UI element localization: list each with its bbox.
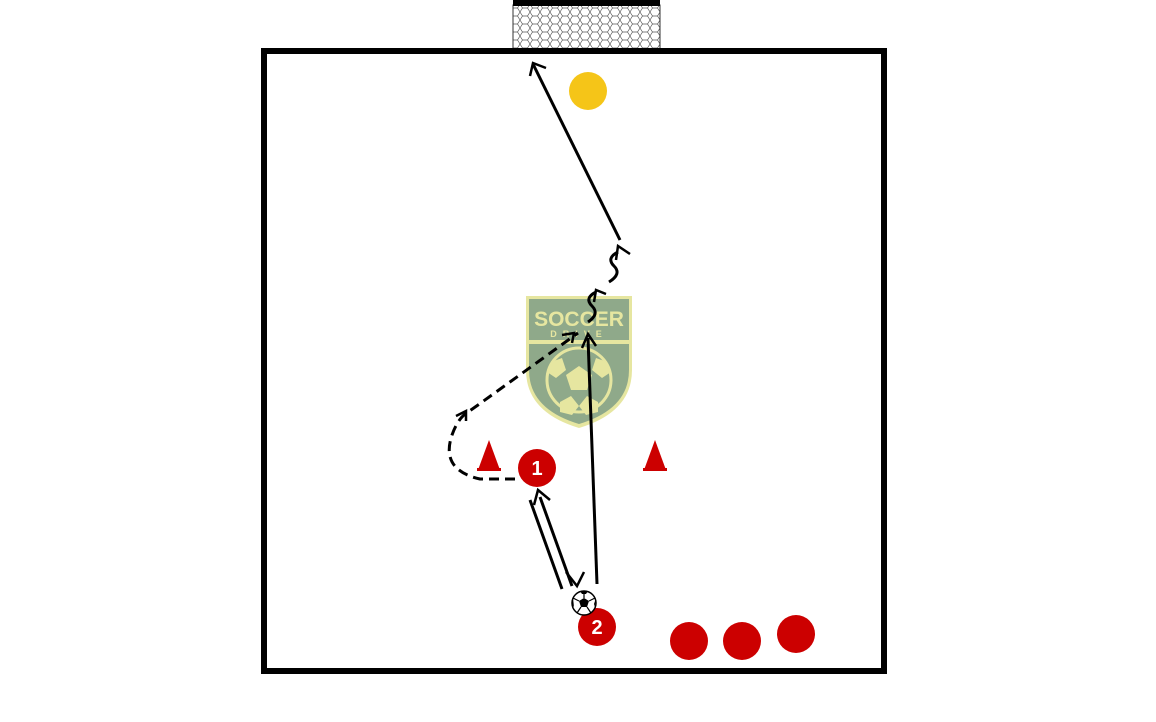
shot-path <box>531 63 622 241</box>
soccer-drive-logo: SOCCER DRIVE <box>526 296 632 428</box>
player-2: 2 <box>578 608 616 646</box>
arrowhead <box>592 288 607 303</box>
soccer-ball-icon <box>571 590 597 616</box>
arrowhead <box>614 243 631 261</box>
logo-word-top: SOCCER <box>534 308 624 331</box>
cone-icon <box>477 440 501 471</box>
dribble-squiggle <box>587 290 597 324</box>
player-2-label: 2 <box>591 617 602 639</box>
goalkeeper <box>569 72 607 110</box>
arrowhead <box>561 331 576 344</box>
run-path-player-2 <box>586 337 599 585</box>
player-1: 1 <box>518 449 556 487</box>
dribble-squiggle <box>608 250 619 284</box>
pitch-boundary <box>261 48 887 674</box>
pass-lines <box>528 487 586 590</box>
logo-word-bottom: DRIVE <box>550 329 608 339</box>
waiting-player <box>670 622 708 660</box>
waiting-player <box>777 615 815 653</box>
goal-net-icon <box>512 0 661 50</box>
arrowhead <box>580 331 598 349</box>
arrowhead <box>528 61 547 77</box>
cone-icon <box>643 440 667 471</box>
player-1-label: 1 <box>531 458 542 480</box>
arrowhead <box>455 408 468 421</box>
waiting-player <box>723 622 761 660</box>
